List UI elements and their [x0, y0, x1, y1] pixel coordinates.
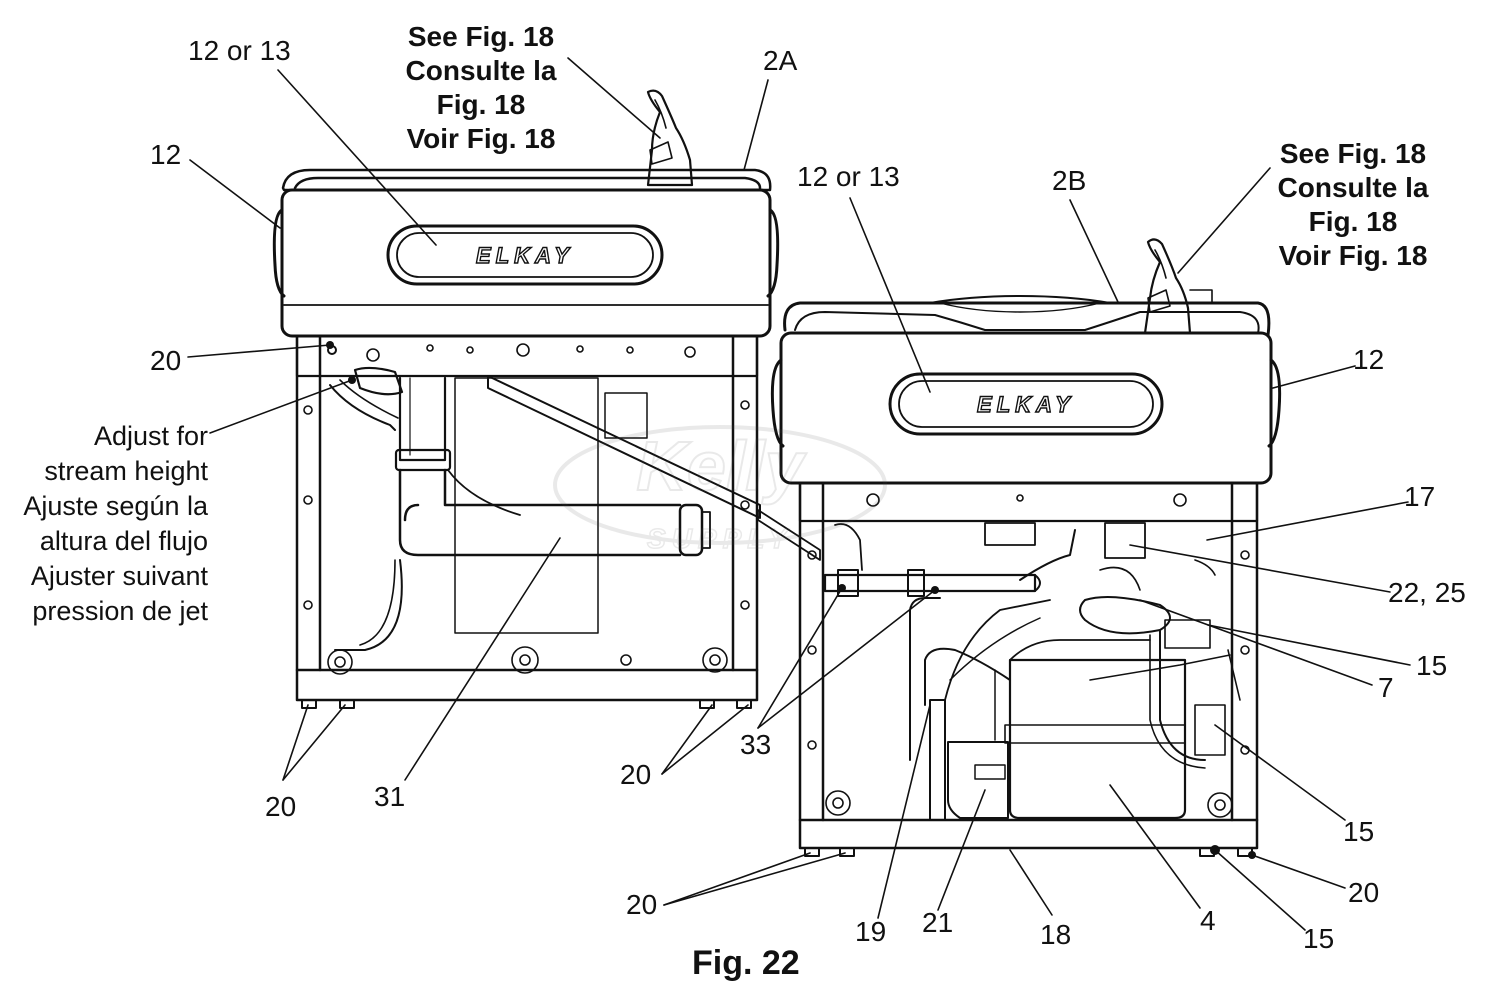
callout-2A: 2A [763, 45, 798, 76]
right-bubbler-drawing [1143, 238, 1213, 335]
watermark-line1: Kelly [636, 427, 806, 505]
leader-lines [187, 57, 1411, 931]
adjust-note-line-5: Ajuster suivant [30, 561, 208, 591]
adjust-note-line-2: stream height [44, 456, 208, 486]
callout-15-a: 15 [1416, 650, 1448, 681]
callout-22-25: 22, 25 [1388, 577, 1466, 608]
callout-12-or-13-left: 12 or 13 [188, 35, 291, 66]
callout-12-or-13-right: 12 or 13 [797, 161, 900, 192]
left-bubbler-drawing [646, 89, 694, 187]
figure-caption: Fig. 22 [692, 944, 800, 982]
see-fig-line-2: Consulte la [1277, 172, 1429, 203]
adjust-note-line-3: Ajuste según la [23, 491, 208, 521]
see-fig-18-left: See Fig. 18 Consulte la Fig. 18 Voir Fig… [388, 20, 574, 156]
see-fig-line-4: Voir Fig. 18 [406, 123, 556, 154]
callout-20-left-mid: 20 [620, 759, 652, 790]
callout-7: 7 [1378, 672, 1394, 703]
see-fig-line-3: Fig. 18 [1308, 206, 1398, 237]
callout-20-left-bottom: 20 [265, 791, 297, 822]
right-logo-text: ELKAY [977, 392, 1075, 417]
adjust-note-line-6: pression de jet [32, 596, 208, 626]
adjust-note-line-1: Adjust for [93, 421, 208, 451]
callout-20-right-bottom: 20 [626, 889, 658, 920]
callout-31: 31 [374, 781, 406, 812]
callout-33: 33 [740, 729, 772, 760]
callout-19: 19 [855, 916, 887, 947]
see-fig-line-4: Voir Fig. 18 [1278, 240, 1428, 271]
see-fig-18-right: See Fig. 18 Consulte la Fig. 18 Voir Fig… [1262, 137, 1444, 273]
left-logo-text: ELKAY [476, 243, 574, 268]
callout-15-c: 15 [1303, 923, 1335, 954]
callout-4: 4 [1200, 905, 1216, 936]
see-fig-line-2: Consulte la [405, 55, 557, 86]
left-unit-drawing [272, 89, 780, 709]
callout-17: 17 [1404, 481, 1436, 512]
callout-21: 21 [922, 907, 954, 938]
callout-12-right: 12 [1353, 344, 1385, 375]
watermark: Kelly SUPPLY [553, 425, 887, 555]
see-fig-line-3: Fig. 18 [436, 89, 526, 120]
callout-20-right: 20 [1348, 877, 1380, 908]
callout-2B: 2B [1052, 165, 1087, 196]
right-unit-drawing [757, 238, 1282, 857]
see-fig-line-1: See Fig. 18 [1279, 138, 1427, 169]
callout-15-b: 15 [1343, 816, 1375, 847]
watermark-line2: SUPPLY [647, 523, 793, 554]
callout-18: 18 [1040, 919, 1072, 950]
callout-12-left: 12 [150, 139, 182, 170]
see-fig-line-1: See Fig. 18 [407, 21, 555, 52]
adjust-note-line-4: altura del flujo [39, 526, 208, 556]
callout-20-left-top: 20 [150, 345, 182, 376]
adjust-stream-height-note: Adjust for stream height Ajuste según la… [0, 419, 208, 629]
